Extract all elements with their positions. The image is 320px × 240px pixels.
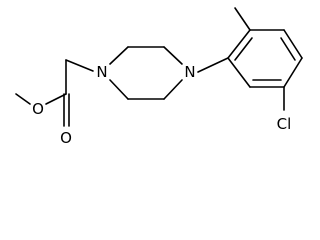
bond-ar-c6-c1: [227, 57, 251, 88]
structure-diagram: O O N N Cl: [15, 7, 303, 147]
bond-ch2-n: [65, 59, 94, 72]
bond-ring-top-right-n: [163, 46, 183, 65]
atom-o-carbonyl: O: [60, 129, 72, 147]
bond-ar-c1-c2-inner: [234, 37, 253, 61]
bond-methyl-o: [15, 93, 31, 105]
bond-o-carbonyl: [45, 93, 67, 105]
bond-ar-c1-c2: [227, 29, 251, 59]
bond-n-ring-top-left: [109, 46, 129, 65]
atom-cl: Cl: [277, 115, 292, 133]
bond-ar-methyl: [234, 7, 251, 31]
atom-o-ester: O: [32, 100, 44, 118]
bond-ar-c3-c4-inner: [280, 37, 296, 61]
atom-n-right: N: [184, 63, 195, 81]
bond-ring-bottom-left-n: [109, 79, 129, 100]
bond-ar-c3-c4: [283, 29, 303, 59]
atom-n-left: N: [96, 63, 107, 81]
bond-n-ring-bottom-right: [163, 79, 183, 100]
bond-n-aryl: [197, 57, 229, 73]
bond-ar-c4-c5: [283, 57, 303, 88]
